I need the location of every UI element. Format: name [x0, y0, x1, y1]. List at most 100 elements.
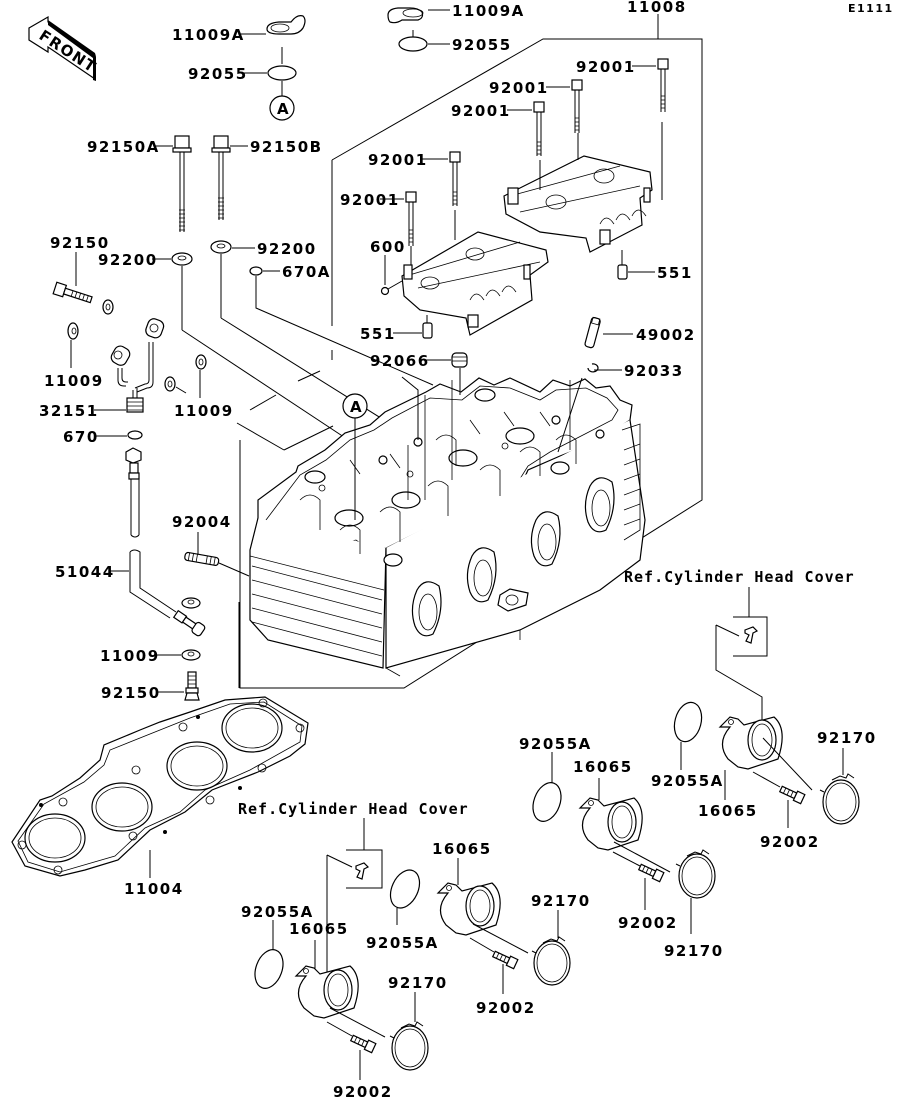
callout-11004[interactable]: 11004	[11, 696, 309, 898]
callout-600[interactable]: 600	[370, 238, 406, 296]
callout-92150-top[interactable]: 92150	[50, 234, 110, 305]
callout-670A[interactable]: 670A	[249, 263, 331, 281]
label-551: 551	[657, 264, 693, 282]
svg-text:A: A	[350, 398, 363, 416]
label-92055A: 92055A	[366, 934, 439, 952]
callout-32151[interactable]: 32151	[39, 317, 165, 420]
callout-92200-left[interactable]: 92200	[98, 251, 193, 269]
label-92033: 92033	[624, 362, 684, 380]
callout-92002-2[interactable]: 92002	[476, 949, 536, 1017]
cylinder-head	[249, 377, 646, 677]
label-32151: 32151	[39, 402, 99, 420]
label-92170: 92170	[817, 729, 877, 747]
label-92002: 92002	[760, 833, 820, 851]
callout-92055-left[interactable]: 92055	[188, 65, 297, 83]
label-92055A: 92055A	[241, 903, 314, 921]
callout-92170-1[interactable]: 92170	[388, 974, 448, 1071]
label-670: 670	[63, 428, 99, 446]
callout-92170-3[interactable]: 92170	[664, 849, 724, 960]
callout-92055A-1[interactable]: 92055A	[241, 903, 314, 992]
label-92002: 92002	[476, 999, 536, 1017]
callout-92001-5[interactable]: 92001	[340, 191, 417, 265]
label-11008: 11008	[627, 0, 687, 16]
washer-top-51044	[181, 597, 201, 609]
label-92001: 92001	[368, 151, 428, 169]
label-11009A: 11009A	[452, 2, 525, 20]
callout-92150-bottom[interactable]: 92150	[101, 671, 200, 702]
diagram-code: E1111	[848, 2, 894, 15]
callout-92055A-3[interactable]: 92055A	[519, 735, 592, 825]
label-92055: 92055	[452, 36, 512, 54]
callout-92002-1[interactable]: 92002	[333, 1033, 393, 1101]
callout-92170-2[interactable]: 92170	[531, 892, 591, 986]
callout-92001-4[interactable]: 92001	[368, 151, 461, 240]
callout-51044[interactable]: 51044	[55, 549, 206, 637]
callout-92033[interactable]: 92033	[557, 362, 684, 453]
label-92150A: 92150A	[87, 138, 160, 156]
oil-hose-fitting	[125, 447, 142, 538]
label-92001: 92001	[340, 191, 400, 209]
label-92001: 92001	[576, 58, 636, 76]
callout-16065-2[interactable]: 16065	[432, 840, 501, 936]
callout-92002-4[interactable]: 92002	[760, 784, 820, 851]
callout-11009A-right[interactable]: 11009A	[387, 2, 525, 24]
callout-92001-1[interactable]: 92001	[576, 58, 669, 200]
callout-92066[interactable]: 92066	[370, 352, 468, 440]
callout-92001-3[interactable]: 92001	[451, 101, 545, 190]
callout-92002-3[interactable]: 92002	[618, 862, 678, 932]
label-16065: 16065	[698, 802, 758, 820]
callout-11008[interactable]: 11008	[239, 0, 703, 689]
label-11004: 11004	[124, 880, 184, 898]
label-92170: 92170	[664, 942, 724, 960]
label-92150: 92150	[50, 234, 110, 252]
callout-92150B[interactable]: 92150B	[211, 135, 323, 220]
label-92066: 92066	[370, 352, 430, 370]
label-92002: 92002	[618, 914, 678, 932]
label-670A: 670A	[282, 263, 331, 281]
leader-dashes	[236, 350, 334, 688]
washer-11009-mid1	[164, 376, 187, 394]
callout-92055A-2[interactable]: 92055A	[366, 865, 439, 952]
cam-journals	[299, 388, 605, 567]
callout-551-right[interactable]: 551	[617, 250, 693, 282]
callout-92170-4[interactable]: 92170	[817, 729, 877, 825]
svg-text:Ref.Cylinder Head Cover: Ref.Cylinder Head Cover	[238, 800, 469, 818]
label-92170: 92170	[531, 892, 591, 910]
callout-92055A-4[interactable]: 92055A	[651, 699, 724, 790]
callout-92001-2[interactable]: 92001	[489, 79, 583, 160]
callout-11009-a[interactable]: 11009	[44, 322, 104, 390]
label-92055A: 92055A	[519, 735, 592, 753]
label-92200: 92200	[257, 240, 317, 258]
label-11009: 11009	[100, 647, 160, 665]
callout-16065-1[interactable]: 16065	[289, 920, 359, 1019]
ref-note-head-cover-left: Ref.Cylinder Head Cover	[238, 800, 469, 990]
svg-text:Ref.Cylinder Head Cover: Ref.Cylinder Head Cover	[624, 568, 855, 586]
label-92001: 92001	[489, 79, 549, 97]
callout-670[interactable]: 670	[63, 428, 143, 446]
callout-92150A[interactable]: 92150A	[87, 135, 192, 232]
callout-49002[interactable]: 49002	[584, 316, 695, 349]
label-92055A: 92055A	[651, 772, 724, 790]
callout-11009A-left[interactable]: 11009A	[172, 15, 306, 44]
callout-16065-3[interactable]: 16065	[573, 758, 643, 851]
callout-11009-b[interactable]: 11009	[174, 354, 234, 420]
label-11009: 11009	[174, 402, 234, 420]
callout-11009-c[interactable]: 11009	[100, 647, 201, 665]
label-92001: 92001	[451, 102, 511, 120]
label-16065: 16065	[289, 920, 349, 938]
callout-551-left[interactable]: 551	[360, 315, 433, 343]
washer-11009-small	[102, 299, 114, 315]
label-16065: 16065	[573, 758, 633, 776]
label-92200: 92200	[98, 251, 158, 269]
callout-16065-4[interactable]: 16065	[698, 716, 783, 820]
callout-92004[interactable]: 92004	[172, 513, 250, 577]
label-11009: 11009	[44, 372, 104, 390]
camshaft-holder-left	[401, 231, 549, 336]
callout-92055-right[interactable]: 92055	[398, 36, 512, 54]
label-92002: 92002	[333, 1083, 393, 1101]
callout-92200-right[interactable]: 92200	[210, 240, 317, 258]
label-16065: 16065	[432, 840, 492, 858]
ref-note-head-cover-right: Ref.Cylinder Head Cover	[624, 568, 855, 740]
label-551: 551	[360, 325, 396, 343]
